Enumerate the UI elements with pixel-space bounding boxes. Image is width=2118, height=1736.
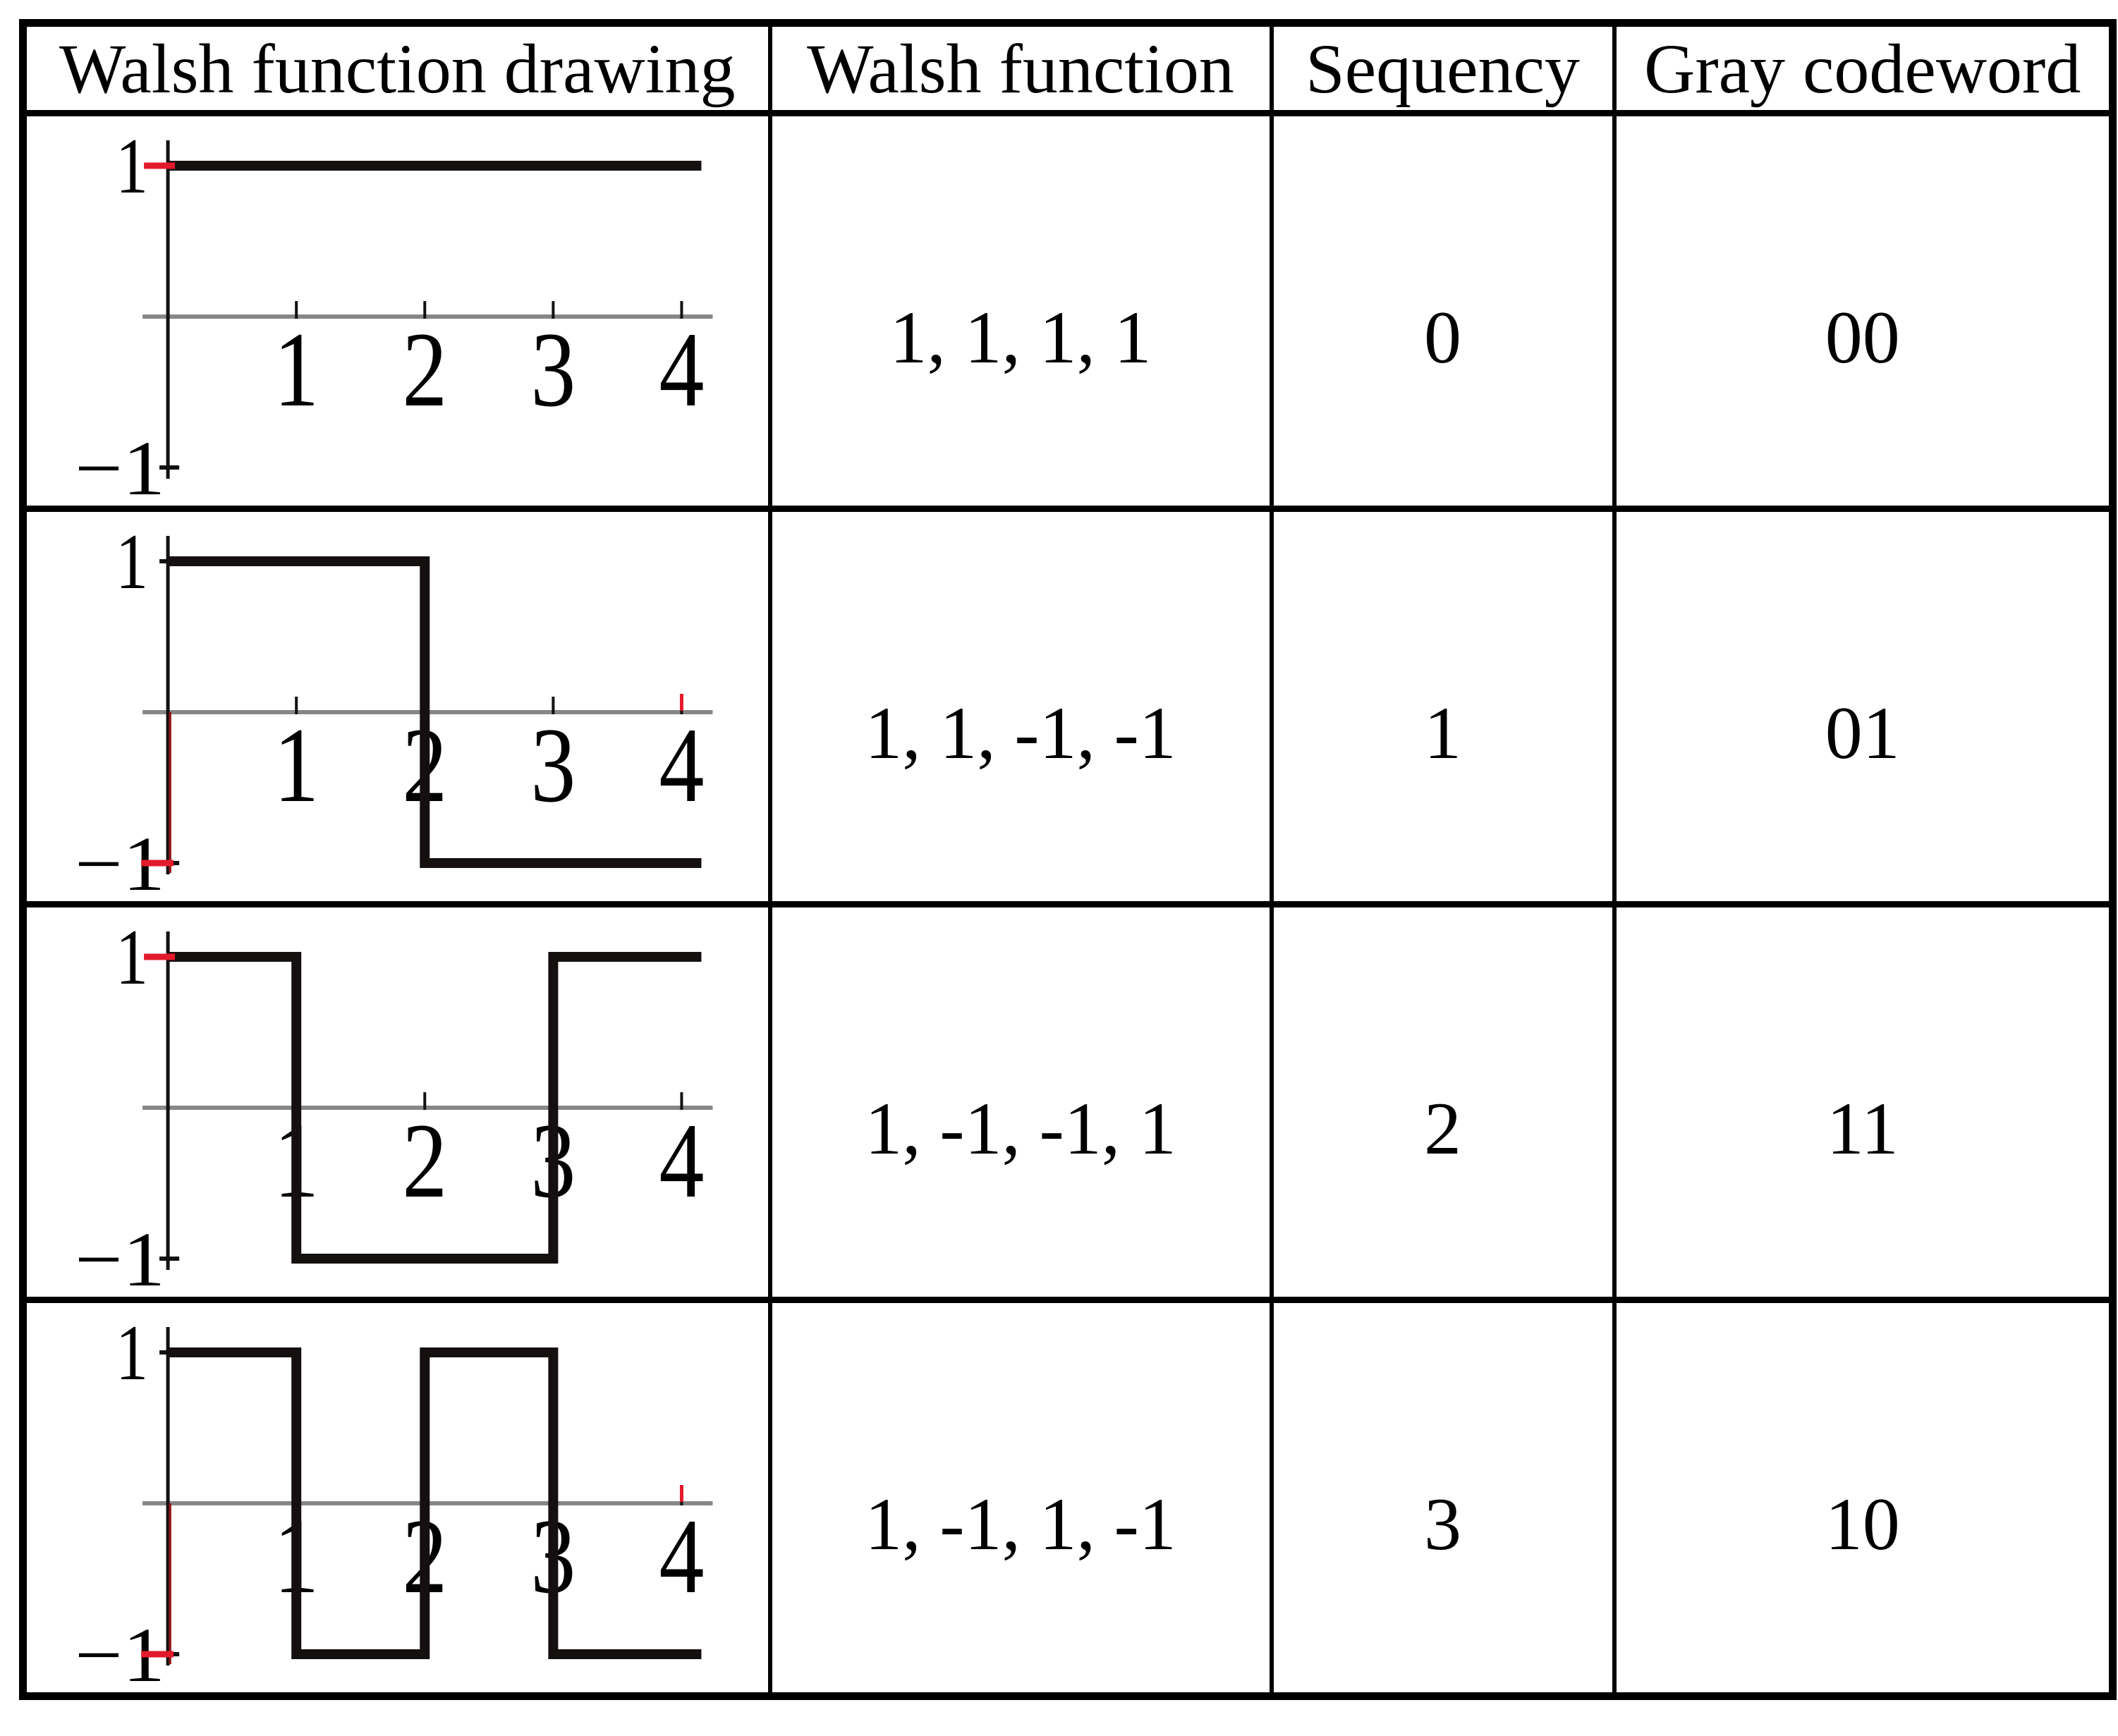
header-row: Walsh function drawing Walsh function Se… xyxy=(20,20,2115,116)
svg-text:1: 1 xyxy=(116,123,148,210)
svg-text:2: 2 xyxy=(402,1101,447,1220)
walsh-function-table-figure: Walsh function drawing Walsh function Se… xyxy=(19,19,2117,1700)
sequency-cell: 2 xyxy=(1269,901,1617,1303)
svg-text:3: 3 xyxy=(530,706,576,824)
gray-codeword-value: 01 xyxy=(1825,692,1900,774)
svg-text:1: 1 xyxy=(274,706,319,824)
svg-text:4: 4 xyxy=(659,310,704,429)
gray-codeword-value: 10 xyxy=(1825,1483,1900,1565)
gray-codeword-cell: 00 xyxy=(1612,110,2115,512)
walsh-table: Walsh function drawing Walsh function Se… xyxy=(19,19,2117,1700)
sequency-cell: 3 xyxy=(1269,1297,1617,1699)
svg-text:4: 4 xyxy=(659,706,704,824)
svg-text:−1: −1 xyxy=(75,425,165,506)
svg-text:4: 4 xyxy=(659,1101,704,1220)
walsh-function-value: 1, -1, 1, -1 xyxy=(865,1483,1176,1565)
column-header-gray-codeword: Gray codeword xyxy=(1612,20,2115,116)
svg-text:−1: −1 xyxy=(75,1216,165,1297)
svg-text:1: 1 xyxy=(116,518,148,606)
sequency-cell: 1 xyxy=(1269,506,1617,907)
column-header-walsh-function: Walsh function xyxy=(767,20,1274,116)
walsh-function-value: 1, -1, -1, 1 xyxy=(865,1087,1176,1170)
walsh-function-cell: 1, 1, -1, -1 xyxy=(767,506,1274,907)
svg-text:1: 1 xyxy=(274,310,319,429)
gray-codeword-cell: 01 xyxy=(1612,506,2115,907)
svg-text:1: 1 xyxy=(116,1309,148,1397)
gray-codeword-value: 11 xyxy=(1826,1087,1899,1170)
svg-text:1: 1 xyxy=(116,914,148,1001)
sequency-value: 1 xyxy=(1424,692,1461,774)
walsh-function-value: 1, 1, 1, 1 xyxy=(889,296,1152,379)
svg-text:−1: −1 xyxy=(75,821,165,901)
walsh-function-cell: 1, -1, -1, 1 xyxy=(767,901,1274,1303)
walsh-function-cell: 1, -1, 1, -1 xyxy=(767,1297,1274,1699)
column-header-sequency: Sequency xyxy=(1269,20,1617,116)
sequency-value: 2 xyxy=(1424,1087,1461,1170)
svg-text:4: 4 xyxy=(659,1497,704,1615)
svg-text:3: 3 xyxy=(530,310,576,429)
walsh-function-value: 1, 1, -1, -1 xyxy=(865,692,1176,774)
sequency-value: 3 xyxy=(1424,1483,1461,1565)
gray-codeword-cell: 10 xyxy=(1612,1297,2115,1699)
svg-text:2: 2 xyxy=(402,310,447,429)
column-header-walsh-function-drawing: Walsh function drawing xyxy=(20,20,772,116)
gray-codeword-value: 00 xyxy=(1825,296,1900,379)
walsh-function-cell: 1, 1, 1, 1 xyxy=(767,110,1274,512)
sequency-value: 0 xyxy=(1424,296,1461,379)
svg-text:−1: −1 xyxy=(75,1612,165,1692)
sequency-cell: 0 xyxy=(1269,110,1617,512)
gray-codeword-cell: 11 xyxy=(1612,901,2115,1303)
